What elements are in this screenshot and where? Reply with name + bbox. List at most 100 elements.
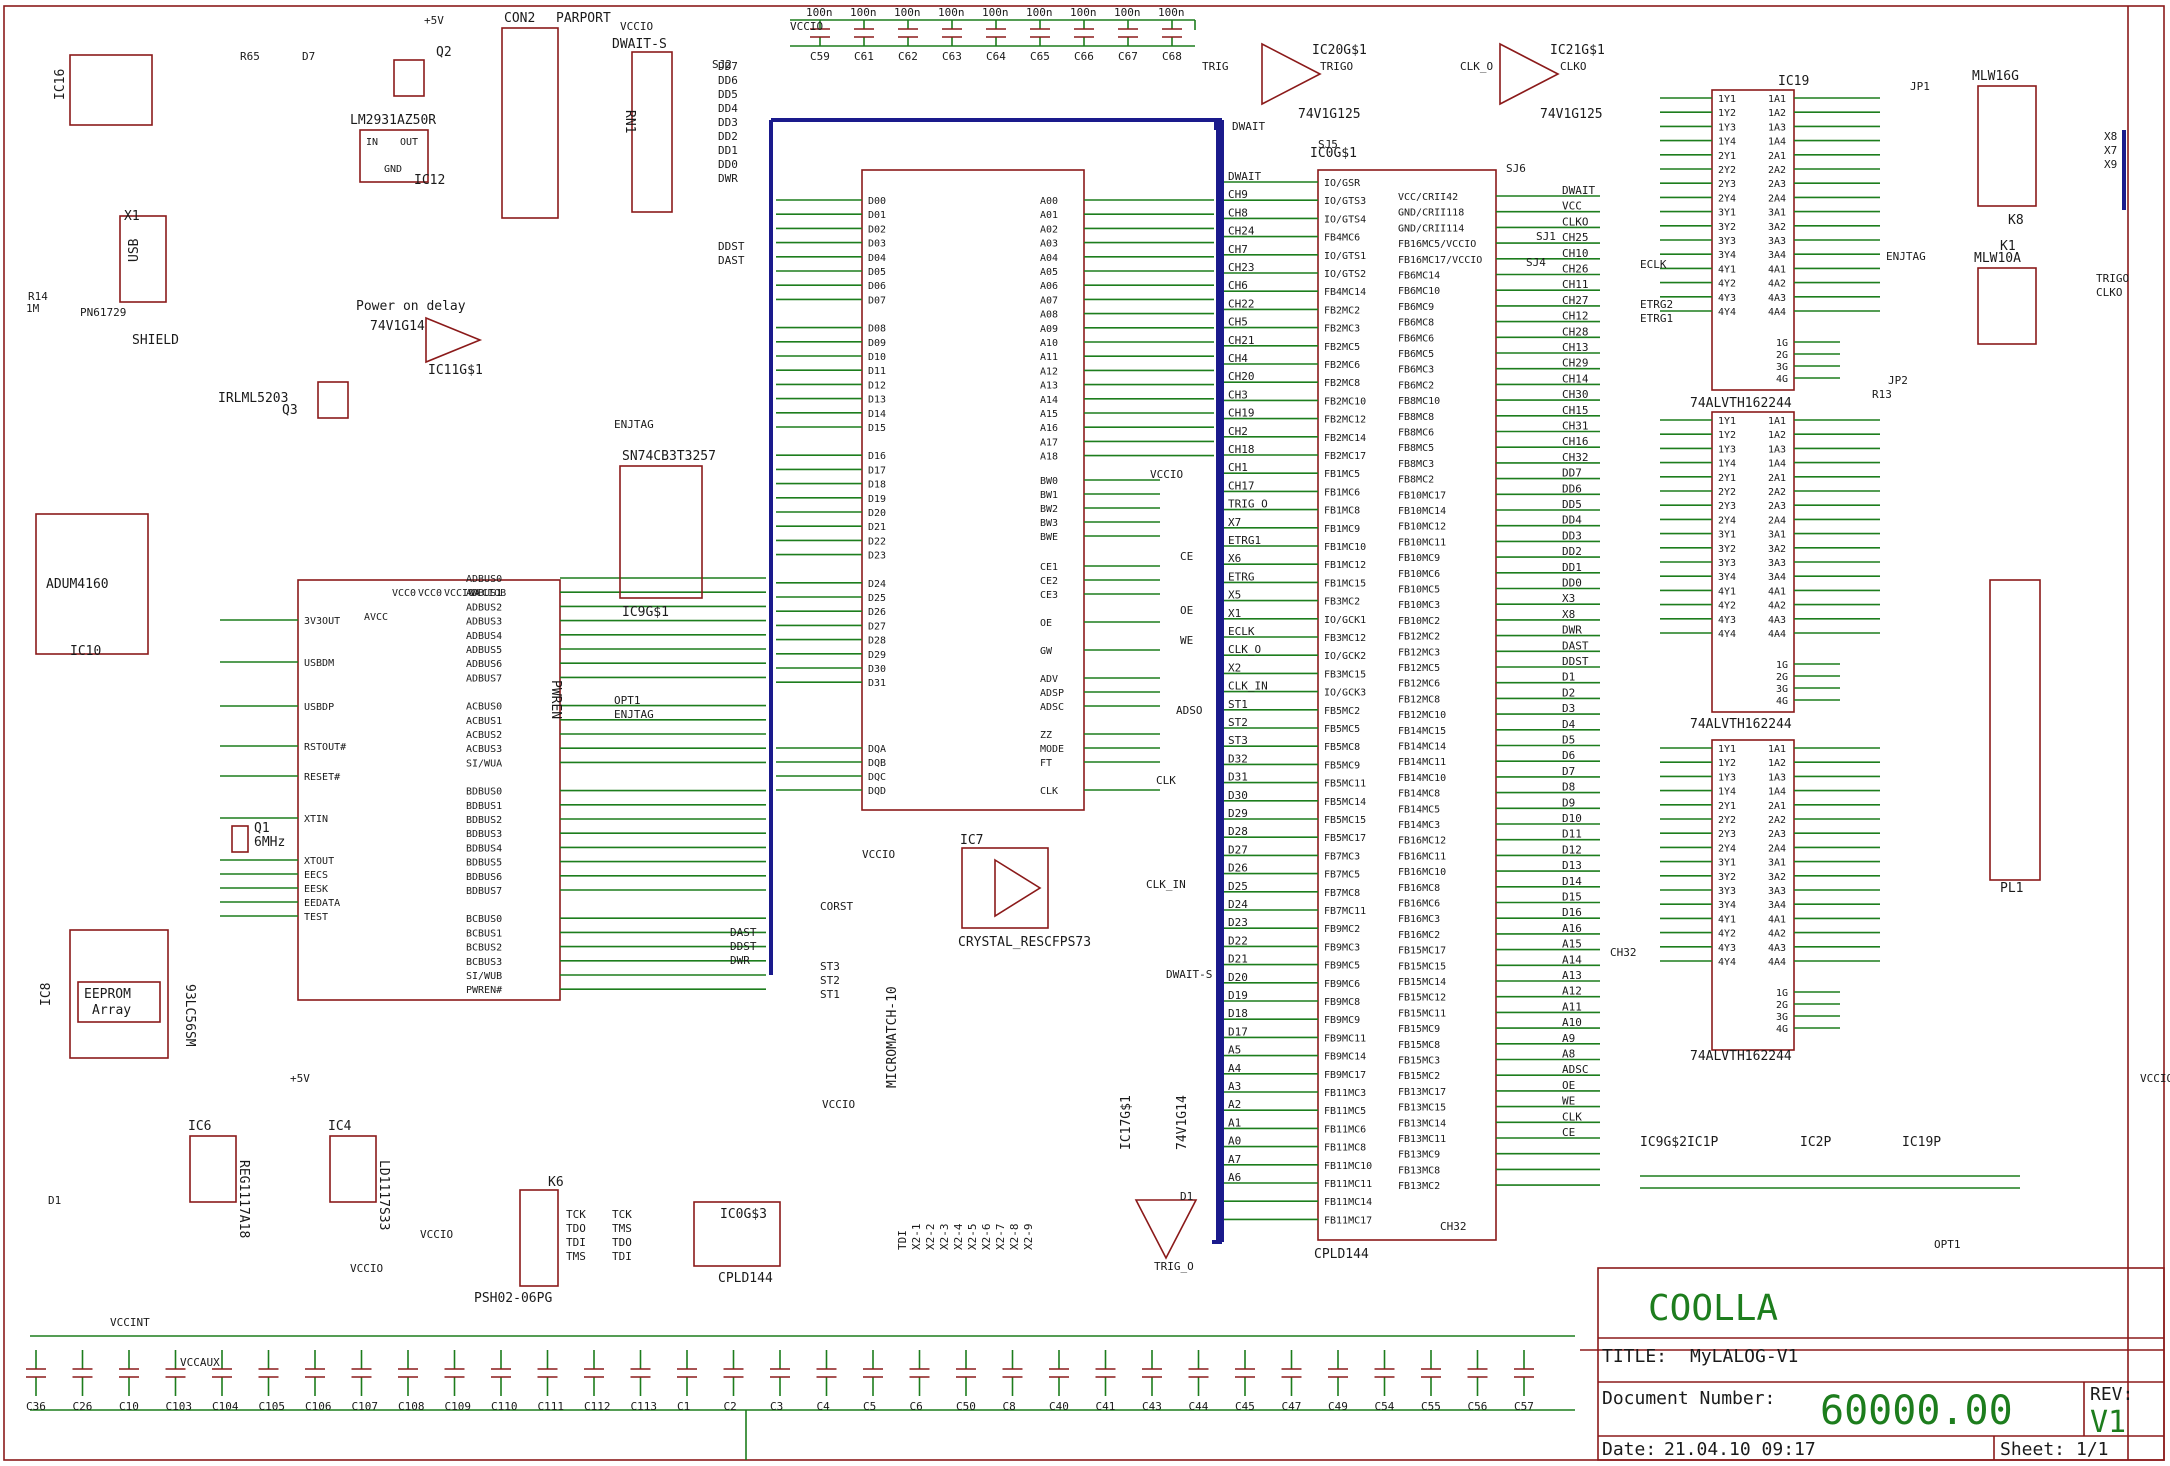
sram-pin-d23: D23 — [868, 551, 886, 562]
date-label: Date: — [1602, 1439, 1656, 1460]
cpld-net-left: A0 — [1228, 1135, 1241, 1148]
svg-text:IC9G$1: IC9G$1 — [622, 605, 669, 620]
net-label: CORST — [820, 900, 853, 913]
cpld-net-left: CH9 — [1228, 188, 1248, 201]
cpld-pin-left: FB2MC6 — [1324, 360, 1360, 371]
sram-pin-bw3: BW3 — [1040, 518, 1058, 529]
date-value: 21.04.10 09:17 — [1664, 1439, 1816, 1460]
sram-pin-d13: D13 — [868, 395, 886, 406]
ftdi-pin-left: EEDATA — [304, 898, 340, 909]
k8-type: MLW16G — [1972, 69, 2019, 84]
buffer-pin-a: 4A2 — [1768, 929, 1786, 940]
net-label: CH32 — [1440, 1220, 1467, 1233]
cpld-pin-left: FB2MC12 — [1324, 415, 1366, 426]
net-label: TMS — [612, 1222, 632, 1235]
sram-pin-d14: D14 — [868, 409, 886, 420]
net-label: R65 — [240, 50, 260, 63]
cpld-net-left: X7 — [1228, 516, 1241, 529]
buffer-pin-a: 3A1 — [1768, 208, 1786, 219]
sram-pin-d12: D12 — [868, 380, 886, 391]
buffer-pin-y: 2Y4 — [1718, 843, 1736, 854]
net-label: CLKO — [1560, 60, 1587, 73]
cap-refdes: C57 — [1514, 1400, 1534, 1413]
cpld-pin-right: FB13MC17 — [1398, 1087, 1446, 1098]
buffer-pin-oe: 3G — [1776, 684, 1788, 695]
con2-refdes: CON2 — [504, 11, 535, 26]
buffer-pin-a: 4A1 — [1768, 586, 1786, 597]
buffer-ic19: IC19 74ALVTH162244 1Y11Y21Y31Y42Y12Y22Y3… — [1660, 74, 1880, 411]
cpld-net-right: D1 — [1562, 671, 1575, 684]
sram-pin-a01: A01 — [1040, 210, 1058, 221]
sram-pin-a10: A10 — [1040, 338, 1058, 349]
ftdi-pin-right: PWREN# — [466, 985, 502, 996]
cpld-net-right: CLK — [1562, 1110, 1582, 1123]
sram-pin-ce3: CE3 — [1040, 590, 1058, 601]
cpld-pin-right: FB6MC6 — [1398, 333, 1434, 344]
cpld-net-right: CH28 — [1562, 325, 1589, 338]
cpld-pin-right: FB15MC15 — [1398, 961, 1446, 972]
cpld-net-left: DWAIT — [1228, 170, 1261, 183]
cap-refdes: C68 — [1162, 50, 1182, 63]
cpld-pin-right: FB15MC11 — [1398, 1008, 1446, 1019]
buffer-pin-a: 4A4 — [1768, 307, 1786, 318]
cpld-net-left: CH3 — [1228, 388, 1248, 401]
sram-pin-adsp: ADSP — [1040, 688, 1064, 699]
buffer-pin-a: 3A1 — [1768, 858, 1786, 869]
cpld-pin-right: FB13MC2 — [1398, 1181, 1440, 1192]
cap-refdes: C40 — [1049, 1400, 1069, 1413]
svg-text:93LC56SM: 93LC56SM — [182, 984, 197, 1047]
cpld-net-right: X3 — [1562, 592, 1575, 605]
cpld-pin-right: FB6MC14 — [1398, 271, 1440, 282]
buffer-pin-oe: 3G — [1776, 1012, 1788, 1023]
buffer-pin-y: 2Y2 — [1718, 487, 1736, 498]
svg-text:74V1G125: 74V1G125 — [1298, 107, 1361, 122]
ftdi-pin-right: ACBUS0 — [466, 702, 502, 713]
cpld-pin-right: FB12MC8 — [1398, 694, 1440, 705]
cpld-pin-left: IO/GTS3 — [1324, 196, 1366, 207]
buffer-pin-y: 3Y3 — [1718, 236, 1736, 247]
buffer-pin-a: 3A3 — [1768, 886, 1786, 897]
buffer-pin-y: 1Y4 — [1718, 137, 1736, 148]
cpld-pin-left: IO/GTS1 — [1324, 251, 1366, 262]
cpld-pin-left: FB2MC3 — [1324, 324, 1360, 335]
buffer-pin-a: 3A4 — [1768, 250, 1786, 261]
cap-refdes: C59 — [810, 50, 830, 63]
ftdi-pin-right: BDBUS2 — [466, 815, 502, 826]
cpld-pin-right: FB10MC5 — [1398, 585, 1440, 596]
net-label: ECLK — [1640, 258, 1667, 271]
ftdi-pin-right: ADBUS6 — [466, 659, 502, 670]
sram-pin-bw1: BW1 — [1040, 490, 1058, 501]
svg-text:IC10: IC10 — [70, 644, 101, 659]
sram-pin-d28: D28 — [868, 636, 886, 647]
buffer-pin-a: 4A3 — [1768, 615, 1786, 626]
cpld-pin-left: FB1MC12 — [1324, 560, 1366, 571]
cpld-pin-left: IO/GTS2 — [1324, 269, 1366, 280]
sram-pin-d24: D24 — [868, 579, 886, 590]
svg-text:IC21G$1: IC21G$1 — [1550, 43, 1605, 58]
sram-pin-a11: A11 — [1040, 352, 1058, 363]
cpld-net-right: A16 — [1562, 922, 1582, 935]
cpld-pin-left: FB1MC15 — [1324, 578, 1366, 589]
cpld-net-right: DD1 — [1562, 561, 1582, 574]
buffer-pin-y: 4Y1 — [1718, 586, 1736, 597]
svg-text:K6: K6 — [548, 1175, 564, 1190]
cpld-pin-left: FB2MC2 — [1324, 305, 1360, 316]
cpld-pin-right: FB12MC2 — [1398, 632, 1440, 643]
ic19-type: 74ALVTH162244 — [1690, 396, 1792, 411]
cpld-pin-right: FB6MC10 — [1398, 286, 1440, 297]
cpld-pin-left: FB5MC9 — [1324, 760, 1360, 771]
net-label: VCCINT — [110, 1316, 150, 1329]
sram-pin-d05: D05 — [868, 267, 886, 278]
cpld-pin-left: FB2MC14 — [1324, 433, 1366, 444]
cpld-net-left: ST1 — [1228, 698, 1248, 711]
ftdi-pin-right: ADBUS5 — [466, 645, 502, 656]
cpld-pin-right: FB13MC14 — [1398, 1118, 1446, 1129]
ftdi-pin-right: ADBUS0 — [466, 574, 502, 585]
cap-refdes: C66 — [1074, 50, 1094, 63]
cap-refdes: C63 — [942, 50, 962, 63]
cpld-pin-right: FB14MC5 — [1398, 804, 1440, 815]
net-label: WE — [1180, 634, 1193, 647]
buffer-pin-y: 4Y3 — [1718, 615, 1736, 626]
cap-refdes: C109 — [445, 1400, 472, 1413]
cpld-net-left: TRIG_O — [1228, 498, 1268, 511]
